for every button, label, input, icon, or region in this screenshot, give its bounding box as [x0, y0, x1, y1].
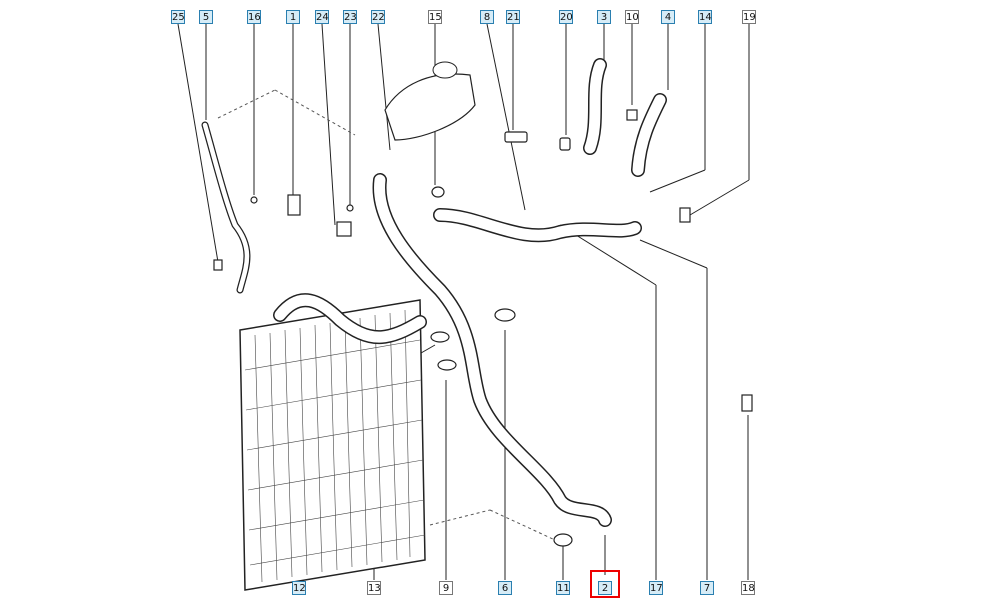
part-label-13[interactable]: 13 — [367, 581, 381, 595]
part-label-23[interactable]: 23 — [343, 10, 357, 24]
part-label-24[interactable]: 24 — [315, 10, 329, 24]
part-label-17[interactable]: 17 — [649, 581, 663, 595]
radiator — [239, 299, 426, 591]
part-label-16[interactable]: 16 — [247, 10, 261, 24]
part-label-21[interactable]: 21 — [506, 10, 520, 24]
part-label-6[interactable]: 6 — [498, 581, 512, 595]
part-label-5[interactable]: 5 — [199, 10, 213, 24]
part-label-25[interactable]: 25 — [171, 10, 185, 24]
part-label-14[interactable]: 14 — [698, 10, 712, 24]
part-label-22[interactable]: 22 — [371, 10, 385, 24]
part-label-15[interactable]: 15 — [428, 10, 442, 24]
part-label-7[interactable]: 7 — [700, 581, 714, 595]
part-label-4[interactable]: 4 — [661, 10, 675, 24]
part-label-3[interactable]: 3 — [597, 10, 611, 24]
part-label-11[interactable]: 11 — [556, 581, 570, 595]
part-label-8[interactable]: 8 — [480, 10, 494, 24]
part-label-1[interactable]: 1 — [286, 10, 300, 24]
part-label-12[interactable]: 12 — [292, 581, 306, 595]
part-label-10[interactable]: 10 — [625, 10, 639, 24]
part-label-9[interactable]: 9 — [439, 581, 453, 595]
part-label-20[interactable]: 20 — [559, 10, 573, 24]
part-label-18[interactable]: 18 — [741, 581, 755, 595]
highlight-box-part-2 — [590, 570, 620, 598]
part-label-2[interactable]: 2 — [598, 581, 612, 595]
part-label-19[interactable]: 19 — [742, 10, 756, 24]
